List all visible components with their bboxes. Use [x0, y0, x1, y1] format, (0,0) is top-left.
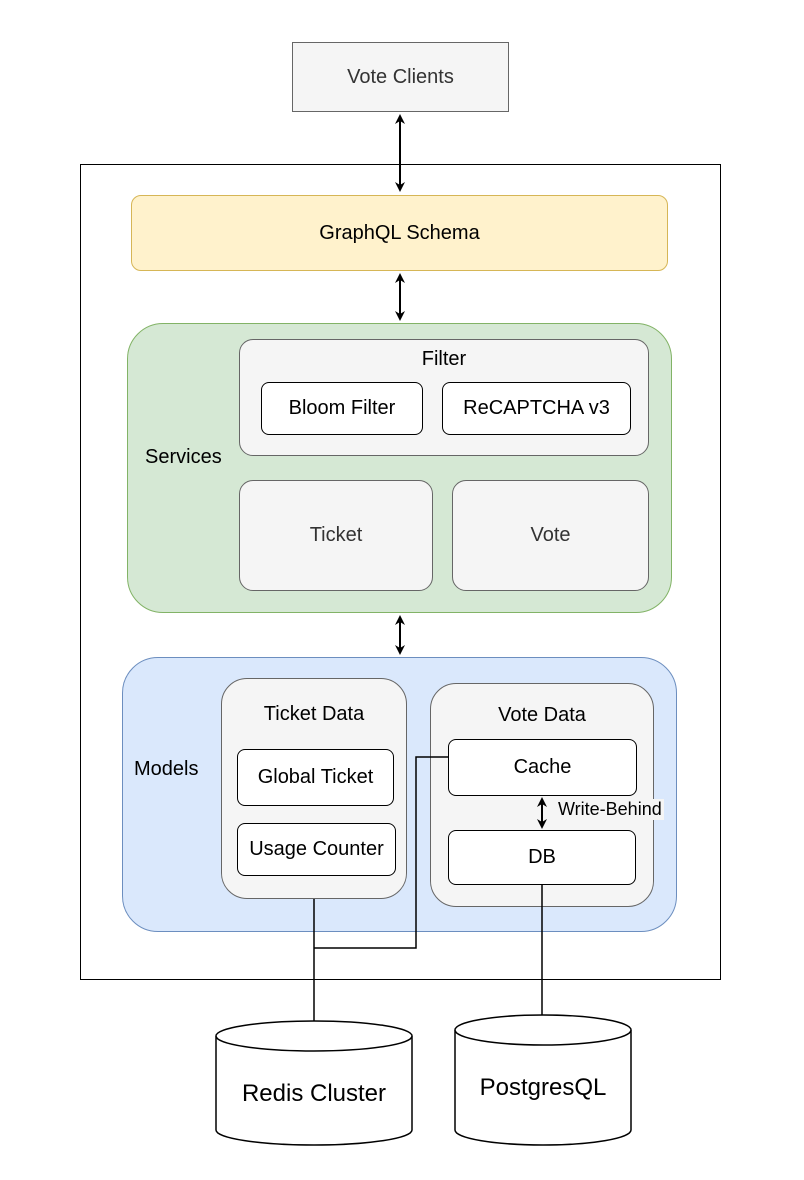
usage-counter-label: Usage Counter: [249, 838, 384, 860]
ticket-service-node: Ticket: [239, 480, 433, 591]
vote-clients-label: Vote Clients: [347, 65, 454, 88]
db-label: DB: [528, 846, 556, 868]
vote-service-label: Vote: [530, 524, 571, 546]
global-ticket-node: Global Ticket: [237, 749, 394, 806]
cache-node: Cache: [448, 739, 637, 796]
models-label: Models: [134, 758, 199, 780]
redis-cluster-label: Redis Cluster: [241, 1080, 387, 1107]
bloom-filter-node: Bloom Filter: [261, 382, 423, 435]
postgresql-cylinder: [454, 1014, 632, 1146]
ticket-service-label: Ticket: [309, 524, 363, 546]
recaptcha-node: ReCAPTCHA v3: [442, 382, 631, 435]
services-label: Services: [145, 446, 222, 468]
vote-service-node: Vote: [452, 480, 649, 591]
db-node: DB: [448, 830, 636, 885]
graphql-schema-label: GraphQL Schema: [319, 221, 480, 244]
graphql-schema-node: GraphQL Schema: [131, 195, 668, 271]
cache-redis-line: [314, 756, 448, 949]
filter-label: Filter: [421, 348, 467, 370]
vote-data-label: Vote Data: [498, 704, 586, 726]
global-ticket-label: Global Ticket: [257, 766, 374, 788]
postgresql-label: PostgresQL: [479, 1074, 607, 1101]
ticket-data-label: Ticket Data: [263, 703, 365, 725]
bloom-filter-label: Bloom Filter: [288, 397, 396, 419]
vote-clients-node: Vote Clients: [292, 42, 509, 112]
usage-counter-node: Usage Counter: [237, 823, 396, 876]
write-behind-label: Write-Behind: [556, 799, 664, 820]
cache-label: Cache: [513, 756, 572, 778]
redis-cluster-cylinder: [215, 1020, 413, 1146]
recaptcha-label: ReCAPTCHA v3: [463, 397, 610, 419]
